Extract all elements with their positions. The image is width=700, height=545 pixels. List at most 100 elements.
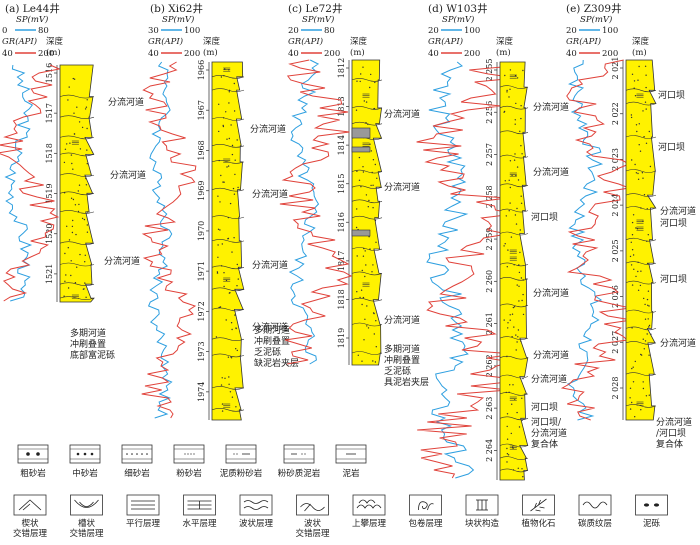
grain-dot — [356, 208, 358, 210]
depth-label: 深度 — [496, 36, 514, 47]
well-summary-line: 复合体 — [656, 438, 683, 450]
grain-dot — [509, 69, 512, 71]
grain-dot — [649, 165, 652, 168]
carbonaceous-lamina-icon — [582, 501, 608, 509]
grain-dot — [514, 153, 516, 155]
grain-dot — [641, 172, 644, 174]
grain-dot — [221, 243, 223, 245]
depth-unit: (m) — [46, 47, 61, 58]
depth-tick-label: 2 021 — [611, 57, 620, 80]
grain-dot — [67, 247, 70, 249]
grain-dot — [507, 322, 509, 324]
depth-tick-label: 1812 — [337, 58, 346, 78]
grain-dot — [362, 296, 365, 299]
grain-dot — [513, 159, 516, 161]
grain-dot — [363, 100, 365, 102]
gr-label: GR(API) — [148, 36, 183, 47]
sp-range-max: 100 — [464, 26, 480, 36]
grain-dot — [516, 284, 518, 286]
grain-dot — [359, 80, 361, 83]
grain-dot — [636, 130, 638, 133]
legend-structure-label: 波状 — [304, 518, 322, 529]
grain-dot — [70, 197, 73, 199]
grain-dot — [233, 193, 236, 195]
lithology-column — [499, 61, 529, 481]
grain-dot — [506, 453, 509, 455]
grain-dot — [645, 86, 647, 89]
grain-dot — [222, 124, 224, 127]
bed-boundary — [59, 241, 95, 245]
grain-dot — [642, 338, 644, 340]
grain-dot — [69, 142, 71, 144]
legend-structure-label: 上攀层理 — [352, 518, 387, 529]
bed-boundary — [499, 416, 529, 421]
grain-dot — [231, 328, 233, 331]
grain-dot — [521, 153, 523, 155]
grain-dot — [375, 320, 377, 322]
grain-dot — [79, 148, 82, 150]
bed-boundary — [211, 239, 245, 243]
bed-boundary — [59, 115, 95, 119]
grain-dot — [646, 208, 648, 210]
legend-structure-label: 泥砾 — [643, 518, 661, 529]
lithology-column — [59, 64, 95, 303]
grain-dot — [67, 287, 70, 289]
grain-dot — [356, 255, 358, 257]
grain-dot — [639, 150, 642, 152]
grain-dot — [220, 174, 222, 177]
legend-lithology-item: 泥质粉砂岩 — [220, 444, 263, 479]
grain-dot — [361, 303, 363, 306]
grain-dot — [515, 102, 517, 105]
grain-dot — [520, 277, 523, 279]
legend-swatch — [283, 444, 315, 464]
grain-dot — [513, 326, 515, 328]
grain-dot — [85, 296, 87, 298]
legend-structure-item: 上攀层理 — [352, 494, 387, 529]
facies-label: 分流河道 — [252, 321, 288, 333]
grain-dot — [513, 306, 516, 308]
grain-dot — [638, 123, 640, 125]
gr-range-max: 200 — [464, 49, 480, 59]
gr-curve — [0, 64, 61, 302]
grain-dot — [506, 355, 508, 358]
facies-label: 分流河道 — [250, 123, 286, 135]
depth-tick-label: 1520 — [45, 224, 54, 244]
grain-dot — [81, 217, 84, 220]
grain-dot — [365, 122, 367, 124]
depth-tick-label: 2 261 — [485, 312, 494, 335]
facies-label: 分流河道 — [660, 205, 696, 217]
grain-dot — [509, 384, 511, 386]
grain-dot — [634, 416, 636, 418]
sp-range-min: 20 — [288, 26, 299, 36]
bed-boundary — [625, 326, 657, 331]
legend-structure-label: 交错层理 — [295, 528, 330, 539]
grain-dot — [371, 171, 373, 174]
swatch-dot — [126, 453, 128, 455]
grain-dot — [633, 268, 635, 270]
bed-boundary — [211, 88, 245, 92]
grain-dot — [219, 201, 221, 203]
well-title: (e) Z309井 — [566, 2, 622, 15]
grain-dot — [76, 266, 78, 268]
grain-dot — [224, 377, 226, 379]
grain-dot — [231, 144, 234, 147]
grain-dot — [365, 194, 368, 196]
grain-dot — [637, 172, 639, 175]
depth-tick-label: 2 256 — [485, 101, 494, 124]
grain-dot — [517, 329, 520, 331]
grain-dot — [367, 327, 370, 329]
mudstone-interlayer — [351, 127, 371, 139]
grain-dot — [237, 278, 239, 280]
grain-dot — [630, 114, 633, 116]
grain-dot — [512, 306, 515, 309]
grain-dot — [63, 192, 66, 194]
depth-label: 深度 — [46, 36, 64, 47]
grain-dot — [644, 318, 647, 320]
grain-dot — [505, 215, 507, 217]
grain-dot — [77, 210, 80, 213]
grain-dot — [85, 177, 87, 180]
swatch-dot — [193, 453, 195, 455]
depth-label: 深度 — [632, 36, 650, 47]
wavy-bedding-icon — [243, 500, 269, 504]
